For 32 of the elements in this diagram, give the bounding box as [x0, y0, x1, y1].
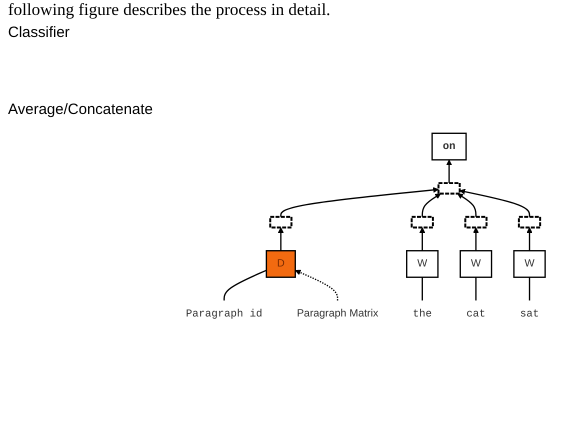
arrow: [280, 186, 439, 217]
arrow: [526, 227, 532, 251]
connector: [528, 277, 530, 300]
node-text: Paragraph Matrix: [296, 308, 378, 319]
node-box: W: [460, 250, 492, 278]
node-bar: [438, 182, 461, 194]
arrow: [295, 270, 338, 300]
node-text: cat: [466, 308, 486, 320]
node-box: W: [406, 250, 439, 278]
arrow: [278, 227, 284, 251]
node-bar: [410, 216, 434, 228]
arrow: [422, 193, 441, 217]
arrow: [459, 188, 530, 217]
node-box: D: [266, 250, 296, 278]
arrow: [457, 193, 477, 217]
node-bar: [518, 216, 542, 228]
layer-label: Average/Concatenate: [8, 101, 153, 118]
node-bar: [269, 216, 292, 228]
arrow: [473, 227, 479, 251]
node-bar: [464, 216, 488, 228]
layer-label: Classifier: [8, 24, 70, 41]
node-box: W: [513, 250, 546, 278]
connector: [422, 277, 423, 300]
node-box: on: [431, 132, 467, 160]
connector: [475, 277, 477, 300]
node-text: the: [412, 308, 432, 320]
node-text: Paragraph id: [186, 308, 262, 320]
connector: [223, 270, 267, 300]
arrow: [446, 159, 452, 183]
arrow: [419, 227, 426, 251]
node-text: sat: [520, 308, 540, 320]
intro-sentence: following figure describes the process in detail.: [8, 0, 330, 20]
